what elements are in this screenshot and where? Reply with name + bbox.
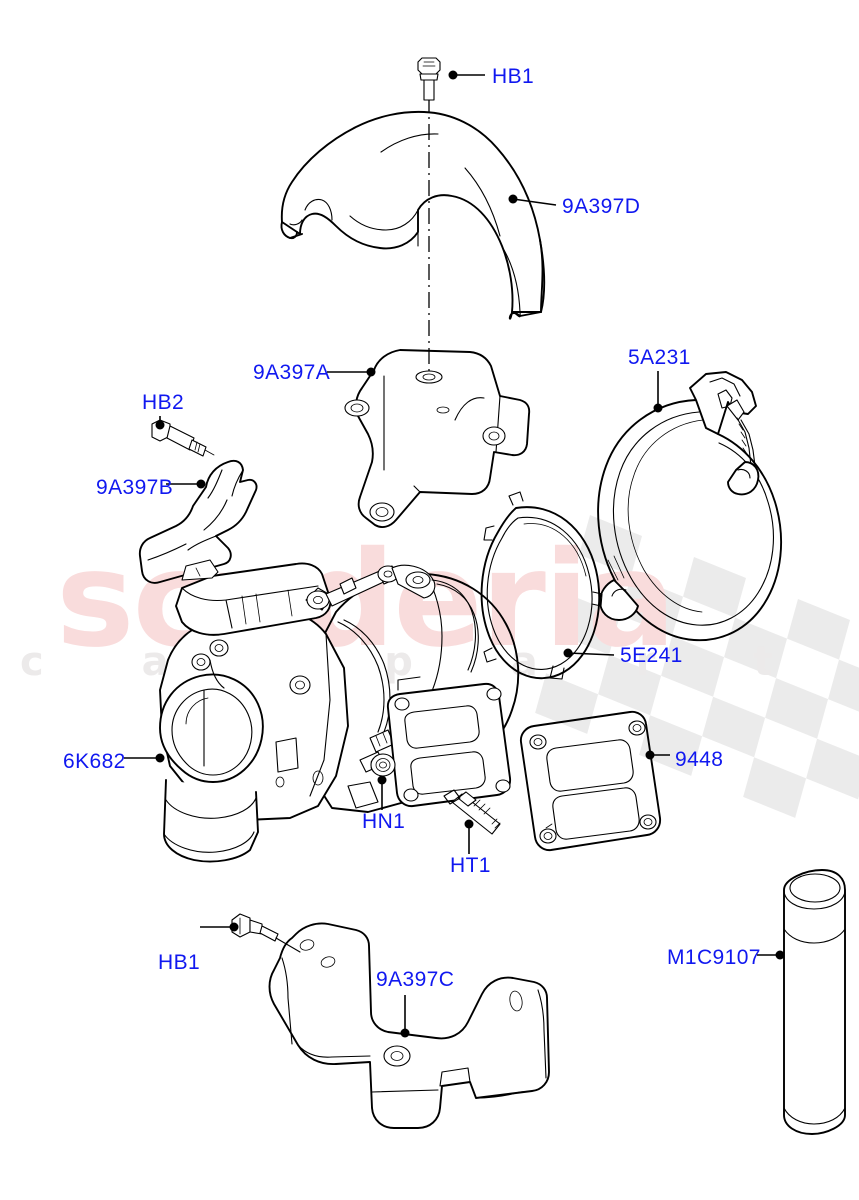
callout-label-9a397b[interactable]: 9A397B bbox=[96, 476, 173, 499]
part-m1c9107-oil-filter bbox=[783, 869, 846, 1135]
part-turbo-mount-flange bbox=[386, 676, 512, 808]
part-9a397b-small-heat-shield bbox=[138, 459, 258, 584]
callout-label-ht1[interactable]: HT1 bbox=[450, 854, 491, 877]
callout-label-9a397a[interactable]: 9A397A bbox=[253, 361, 330, 384]
part-9a397d-upper-heat-shield bbox=[280, 110, 546, 320]
watermark-brand: scuderia bbox=[56, 523, 674, 677]
callout-label-hb2[interactable]: HB2 bbox=[142, 391, 184, 414]
callout-label-hb1-top[interactable]: HB1 bbox=[492, 65, 534, 88]
callout-label-6k682[interactable]: 6K682 bbox=[63, 750, 126, 773]
part-ht1-stud bbox=[443, 789, 501, 835]
callout-label-hn1[interactable]: HN1 bbox=[362, 810, 405, 833]
part-hb1-bolt-bottom bbox=[231, 913, 301, 953]
part-hb1-bolt-top bbox=[417, 57, 441, 101]
callout-label-9448[interactable]: 9448 bbox=[675, 748, 723, 771]
part-5e241-exhaust-gasket-ring bbox=[480, 491, 603, 680]
part-5a231-vband-clamp bbox=[597, 371, 783, 642]
part-9a397c-lower-heat-shield bbox=[268, 922, 550, 1129]
part-9a397a-middle-heat-shield bbox=[344, 349, 531, 528]
callout-label-5e241[interactable]: 5E241 bbox=[620, 644, 683, 667]
part-9448-turbo-gasket bbox=[519, 710, 662, 852]
callout-label-9a397c[interactable]: 9A397C bbox=[376, 968, 454, 991]
callout-leader-lines bbox=[124, 74, 780, 1033]
callout-label-9a397d[interactable]: 9A397D bbox=[562, 195, 640, 218]
callout-label-m1c9107[interactable]: M1C9107 bbox=[667, 946, 761, 969]
checkered-flag-watermark bbox=[535, 515, 859, 818]
part-hn1-nut bbox=[370, 753, 396, 777]
callout-label-5a231[interactable]: 5A231 bbox=[628, 346, 691, 369]
callout-dots bbox=[155, 70, 785, 1038]
callout-label-hb1-bottom[interactable]: HB1 bbox=[158, 951, 200, 974]
